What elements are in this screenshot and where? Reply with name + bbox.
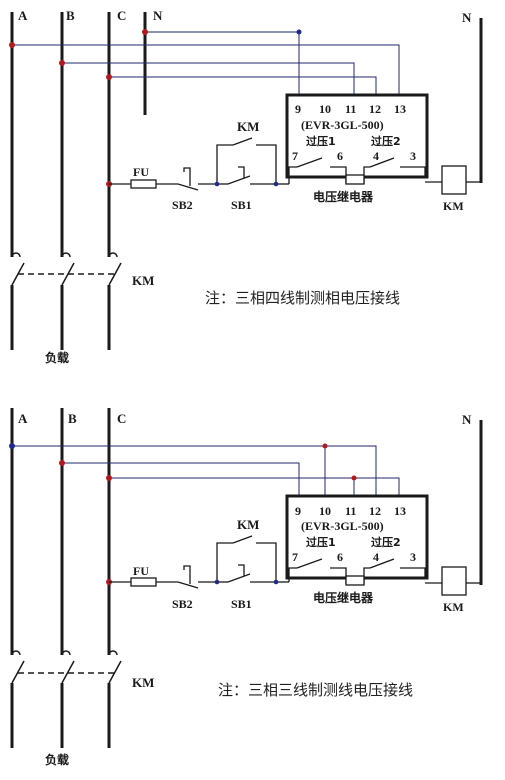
overvolt2-label: 过压2 xyxy=(371,535,401,549)
bus-label-a: A xyxy=(18,411,28,426)
overvolt1-label: 过压1 xyxy=(306,535,336,549)
km-main-contactor xyxy=(11,252,122,286)
km-main-contactor xyxy=(11,650,122,684)
contact-numbers: 7 6 4 3 xyxy=(292,149,416,163)
load-label: 负载 xyxy=(45,350,69,365)
bus-label-b: B xyxy=(66,8,75,23)
n-right-label: N xyxy=(462,10,472,25)
contact-6: 6 xyxy=(337,550,343,564)
terminal-11: 11 xyxy=(345,504,356,518)
sb2-label: SB2 xyxy=(172,597,193,611)
contact-numbers: 7 6 4 3 xyxy=(292,550,416,564)
km-aux-label: KM xyxy=(237,517,259,532)
bus-label-c: C xyxy=(117,8,126,23)
terminal-11: 11 xyxy=(345,102,356,116)
bus-label-b: B xyxy=(68,411,77,426)
contact-4: 4 xyxy=(373,550,379,564)
control-dots xyxy=(214,181,279,187)
relay-model: (EVR-3GL-500) xyxy=(301,118,384,132)
terminal-13: 13 xyxy=(394,504,406,518)
contact-3: 3 xyxy=(410,550,416,564)
bus-label-a: A xyxy=(18,8,28,23)
contact-3: 3 xyxy=(410,149,416,163)
phase-buses xyxy=(10,12,483,350)
control-dots xyxy=(214,579,279,585)
note-text: 注：三相三线制测线电压接线 xyxy=(218,681,413,699)
bus-label-c: C xyxy=(117,411,126,426)
contact-7: 7 xyxy=(292,550,298,564)
contact-6: 6 xyxy=(337,149,343,163)
km-main-label: KM xyxy=(132,675,154,690)
terminal-12: 12 xyxy=(369,102,381,116)
relay-name: 电压继电器 xyxy=(313,189,374,204)
terminal-numbers: 9 10 11 12 13 xyxy=(295,102,406,116)
terminal-12: 12 xyxy=(369,504,381,518)
bus-label-n: N xyxy=(153,8,163,23)
relay-contacts xyxy=(288,157,426,185)
contact-7: 7 xyxy=(292,149,298,163)
km-aux-label: KM xyxy=(237,119,259,134)
sb1-label: SB1 xyxy=(231,597,252,611)
phase-buses xyxy=(10,408,483,748)
terminal-13: 13 xyxy=(394,102,406,116)
diagram-three-wire: A B C N KM 负载 xyxy=(9,408,483,767)
sb1-label: SB1 xyxy=(231,198,252,212)
terminal-10: 10 xyxy=(319,102,331,116)
control-circuit xyxy=(109,137,481,195)
fuse-label: FU xyxy=(133,165,149,179)
km-coil-label: KM xyxy=(443,600,464,614)
relay-contacts xyxy=(288,558,426,586)
overvolt1-label: 过压1 xyxy=(306,134,336,148)
junction-dots xyxy=(9,29,302,187)
note-text: 注：三相四线制测相电压接线 xyxy=(205,289,400,307)
overvolt2-label: 过压2 xyxy=(371,134,401,148)
fuse-label: FU xyxy=(133,564,149,578)
sense-wires xyxy=(12,445,400,496)
relay-model: (EVR-3GL-500) xyxy=(301,519,384,533)
km-main-label: KM xyxy=(132,273,154,288)
diagram-four-wire: A B C N N KM 负载 xyxy=(9,8,483,365)
terminal-numbers: 9 10 11 12 13 xyxy=(295,504,406,518)
terminal-9: 9 xyxy=(295,102,301,116)
sense-wires xyxy=(12,31,400,95)
control-circuit xyxy=(109,535,481,596)
relay-name: 电压继电器 xyxy=(313,590,374,605)
n-right-label: N xyxy=(462,412,472,427)
junction-dots xyxy=(9,443,357,585)
terminal-9: 9 xyxy=(295,504,301,518)
km-coil-label: KM xyxy=(443,199,464,213)
sb2-label: SB2 xyxy=(172,198,193,212)
load-label: 负载 xyxy=(45,752,69,767)
terminal-10: 10 xyxy=(319,504,331,518)
contact-4: 4 xyxy=(373,149,379,163)
